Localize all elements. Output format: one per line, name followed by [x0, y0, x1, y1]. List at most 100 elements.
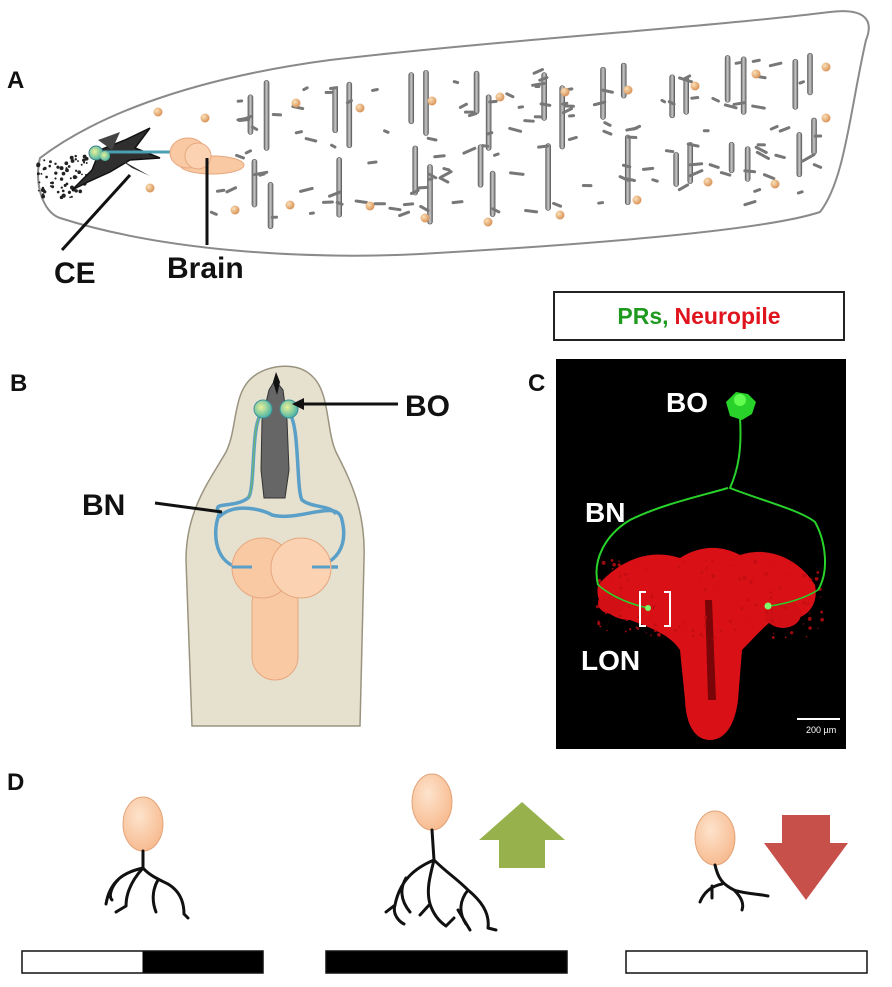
neuropile-speck — [699, 577, 702, 580]
fat-body-dot — [690, 81, 700, 91]
speckle-dot — [65, 167, 68, 170]
neuropile-speck — [610, 576, 613, 579]
denticle-dash — [532, 68, 544, 75]
denticle-dash — [417, 185, 429, 190]
speckle-dot — [61, 193, 66, 198]
neuropile-speck — [786, 573, 788, 576]
neuropile-speck — [618, 560, 620, 563]
denticle-dash — [354, 199, 369, 205]
neuropile-speck — [599, 625, 602, 628]
fat-body-dot — [560, 87, 570, 97]
segment-strand — [412, 145, 419, 196]
segment-strand — [346, 81, 353, 149]
neuropile-speck — [808, 626, 812, 630]
segment-strand — [423, 69, 429, 136]
denticle-dash — [621, 163, 632, 169]
label-bn-b: BN — [82, 489, 125, 522]
speckle-dot — [64, 161, 69, 166]
light-condition-bars — [21, 950, 868, 974]
speckle-dot — [36, 172, 40, 176]
neuropile-speck — [770, 618, 774, 622]
denticle-dash — [538, 76, 549, 82]
denticle-dash — [426, 177, 434, 181]
segment-strand — [336, 157, 343, 218]
speckle-dot — [45, 175, 48, 179]
neuron-condition-2 — [384, 773, 498, 932]
neuropile-speck — [645, 632, 647, 634]
denticle-dash — [723, 103, 738, 110]
speckle-dot — [74, 154, 77, 158]
denticle-dash — [524, 209, 539, 214]
denticle-dash — [539, 102, 552, 107]
denticle-dash — [774, 153, 786, 160]
segment-strand — [687, 142, 694, 184]
denticle-dash — [711, 96, 720, 103]
speckle-dot — [41, 194, 46, 199]
speckle-dot — [74, 189, 78, 193]
denticle-dash — [426, 136, 438, 142]
neuropile-speck — [611, 567, 614, 570]
fat-body-dot — [770, 179, 780, 189]
denticle-dash — [508, 126, 523, 133]
denticle-dash — [734, 61, 742, 65]
denticle-dash — [667, 100, 676, 106]
denticle-dash — [517, 105, 525, 109]
bar-outline-2 — [325, 950, 568, 974]
denticle-dash — [493, 152, 500, 157]
neuropile-speck — [806, 602, 810, 605]
neuropile-speck — [789, 561, 792, 564]
speckle-dot — [56, 165, 60, 169]
denticle-dash — [708, 163, 720, 169]
legend-prs: PRs, — [617, 302, 669, 329]
denticle-dash — [439, 170, 453, 179]
panel-c: C BO BN LON 200 µm — [528, 359, 846, 749]
denticle-dash — [743, 169, 757, 174]
speckle-dot — [51, 185, 55, 189]
denticle-dash — [251, 125, 259, 131]
bolwig-nerve-right — [286, 410, 338, 516]
segment-strand — [545, 143, 551, 211]
denticle-dash — [304, 137, 318, 143]
denticle-dash — [509, 171, 525, 176]
denticle-dash — [753, 188, 762, 193]
segment-strand — [669, 74, 675, 119]
fat-body-dot — [145, 183, 155, 193]
neuropile-speck — [729, 564, 732, 567]
neuropile-speck — [650, 634, 652, 637]
fat-body-dot — [751, 69, 761, 79]
neuropile-speck — [636, 563, 639, 566]
segment-strand — [489, 170, 496, 217]
neuron-condition-3 — [694, 810, 770, 912]
neuropile-speck — [784, 636, 787, 639]
speckle-dot — [43, 159, 46, 162]
lon-bracket-right — [664, 591, 671, 627]
neuropile-speck — [650, 592, 653, 595]
fat-body-dot — [200, 113, 210, 123]
panel-c-letter: C — [528, 370, 545, 397]
denticle-dash — [335, 200, 344, 206]
speckle-dot — [40, 188, 45, 193]
denticle-dash — [398, 210, 411, 218]
denticle-dash — [537, 144, 550, 149]
neuropile-speck — [769, 596, 773, 600]
channel-legend: PRs, Neuropile — [553, 291, 845, 341]
segment-strand — [728, 141, 735, 174]
denticle-dash — [684, 74, 692, 80]
neuropile-speck — [808, 578, 813, 582]
fat-body-dot — [291, 98, 301, 108]
speckle-dot — [72, 175, 77, 180]
segment-strand — [559, 85, 566, 150]
denticle-dash — [660, 98, 667, 104]
neuropile-speck — [740, 606, 744, 611]
neuropile-speck — [782, 574, 784, 577]
legend-neuropile: Neuropile — [674, 302, 781, 329]
neuropile-speck — [653, 623, 657, 627]
neuropile-speck — [804, 574, 807, 577]
denticle-dash — [324, 90, 334, 94]
speckle-dot — [63, 183, 67, 187]
neuropile-speck — [602, 610, 605, 612]
label-bo-c: BO — [666, 387, 708, 418]
denticle-dash — [486, 131, 494, 136]
neuropile-speck — [778, 586, 782, 590]
